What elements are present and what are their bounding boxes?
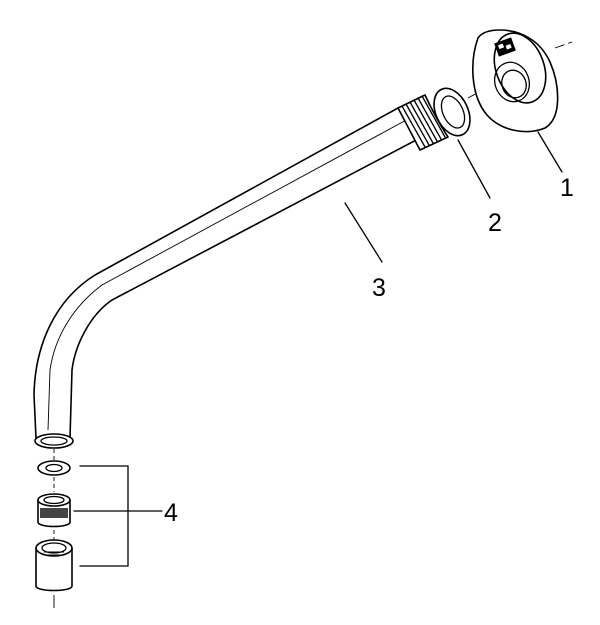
callout-1-leader bbox=[537, 131, 563, 173]
callout-3-label: 3 bbox=[372, 274, 386, 302]
outlet-washer bbox=[37, 460, 71, 476]
callout-3-leader bbox=[344, 202, 383, 263]
arm-thread bbox=[397, 94, 449, 151]
center-axis-line bbox=[554, 41, 573, 49]
callout-4-label: 4 bbox=[164, 499, 178, 527]
arm-outlet bbox=[34, 433, 74, 449]
spray-outlet-set bbox=[35, 449, 73, 608]
brand-logo-mark bbox=[494, 37, 516, 57]
callout-1-label: 1 bbox=[560, 174, 574, 202]
aerator-insert bbox=[37, 493, 71, 528]
wall-rosette bbox=[472, 29, 559, 133]
callout-2-leader bbox=[457, 139, 491, 199]
callout-2-label: 2 bbox=[488, 209, 502, 237]
shower-arm bbox=[33, 94, 449, 449]
callout-4-bracket bbox=[73, 465, 163, 567]
outlet-sleeve bbox=[35, 539, 73, 592]
